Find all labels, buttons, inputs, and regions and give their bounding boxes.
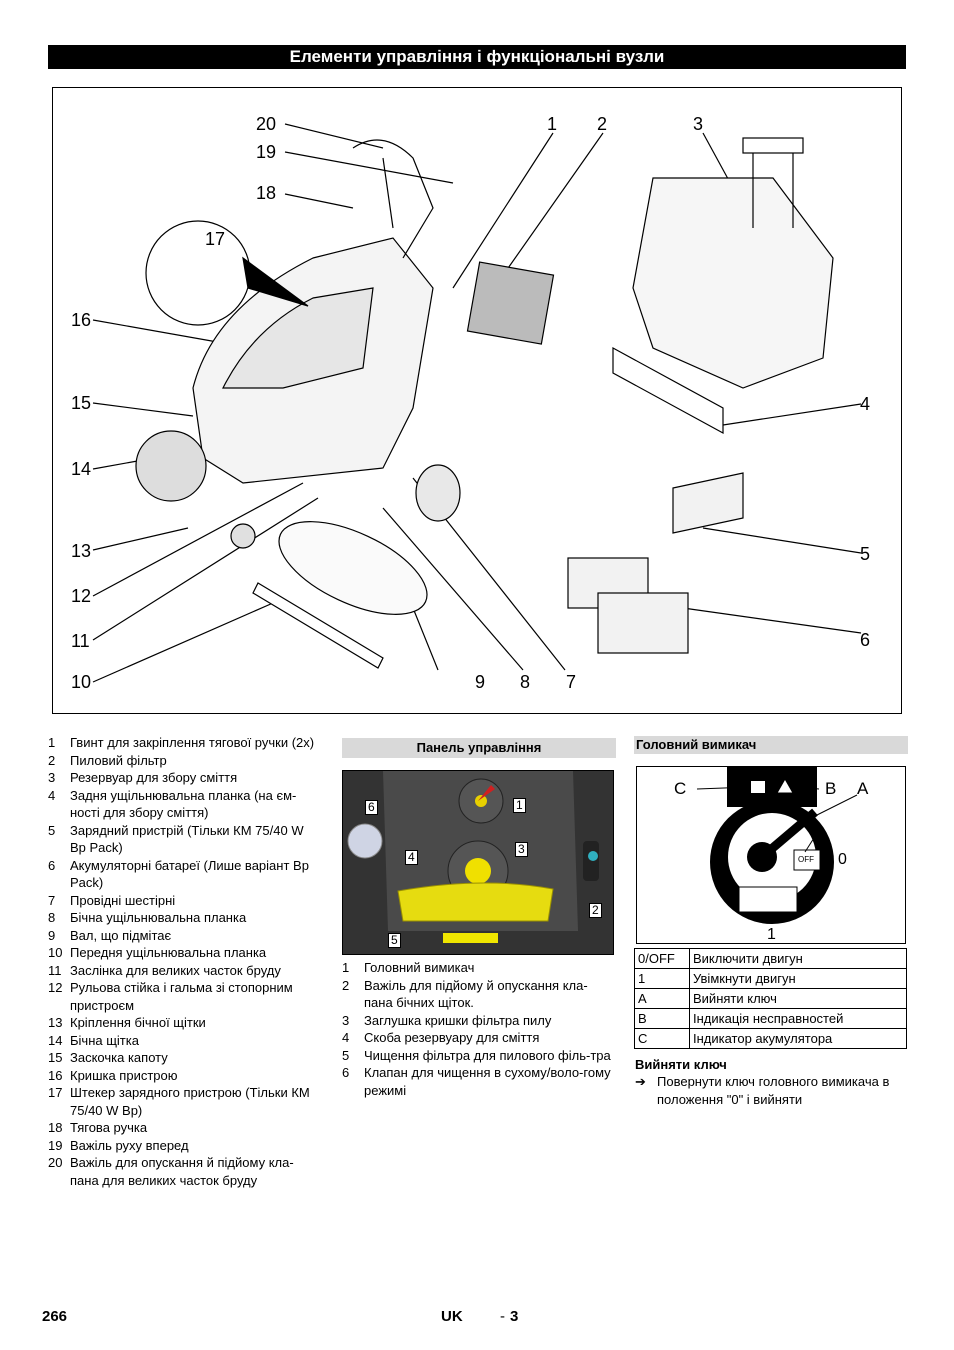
callout-20: 20 <box>256 114 277 134</box>
panel-tag-1: 1 <box>513 798 526 813</box>
callout-15: 15 <box>71 393 92 413</box>
main-switch-diagram: C B A 0 1 OFF <box>636 766 906 944</box>
callout-18: 18 <box>256 183 277 203</box>
callout-10: 10 <box>71 672 92 692</box>
section-title: Елементи управління і функціональні вузл… <box>48 45 906 69</box>
exploded-view-figure: 20 19 18 17 16 15 14 13 12 11 10 9 8 7 1… <box>52 87 902 714</box>
callout-9: 9 <box>475 672 486 692</box>
language-code: UK <box>441 1308 463 1325</box>
label-one: 1 <box>767 926 776 943</box>
off-icon: OFF <box>798 855 814 864</box>
callout-2: 2 <box>597 114 608 134</box>
remove-key-heading: Вийняти ключ <box>635 1057 727 1072</box>
machine-illustration <box>92 123 862 683</box>
panel-tag-2: 2 <box>589 903 602 918</box>
label-b: B <box>825 779 837 798</box>
section-page: 3 <box>510 1308 519 1325</box>
remove-key-instruction: ➔ Повернути ключ головного вимикача в по… <box>635 1073 907 1108</box>
callout-11: 11 <box>71 631 90 651</box>
remove-key-text: Повернути ключ головного вимикача в поло… <box>657 1074 890 1107</box>
callout-5: 5 <box>860 544 871 564</box>
label-zero: 0 <box>838 851 847 868</box>
panel-tag-6: 6 <box>365 800 378 815</box>
control-panel-photo: 6 1 4 3 2 5 <box>342 770 614 955</box>
label-c: C <box>674 779 687 798</box>
callout-1: 1 <box>547 114 558 134</box>
main-switch-heading: Головний вимикач <box>634 736 908 754</box>
page-number: 266 <box>42 1308 68 1325</box>
label-a: A <box>857 779 869 798</box>
arrow-right-icon: ➔ <box>635 1074 646 1089</box>
callout-14: 14 <box>71 459 92 479</box>
callout-3: 3 <box>693 114 704 134</box>
callout-12: 12 <box>71 586 92 606</box>
callout-7: 7 <box>566 672 577 692</box>
control-panel-heading: Панель управління <box>342 738 616 758</box>
key-switch-illustration <box>696 767 858 924</box>
footer-dash: - <box>500 1308 505 1325</box>
panel-tag-5: 5 <box>388 933 401 948</box>
callout-8: 8 <box>520 672 531 692</box>
panel-tag-4: 4 <box>405 850 418 865</box>
callout-17: 17 <box>205 229 226 249</box>
callout-6: 6 <box>860 630 871 650</box>
panel-tag-3: 3 <box>515 842 528 857</box>
callout-16: 16 <box>71 310 92 330</box>
control-panel-illustration <box>343 771 613 954</box>
callout-19: 19 <box>256 142 277 162</box>
callout-13: 13 <box>71 541 92 561</box>
callout-4: 4 <box>860 394 871 414</box>
